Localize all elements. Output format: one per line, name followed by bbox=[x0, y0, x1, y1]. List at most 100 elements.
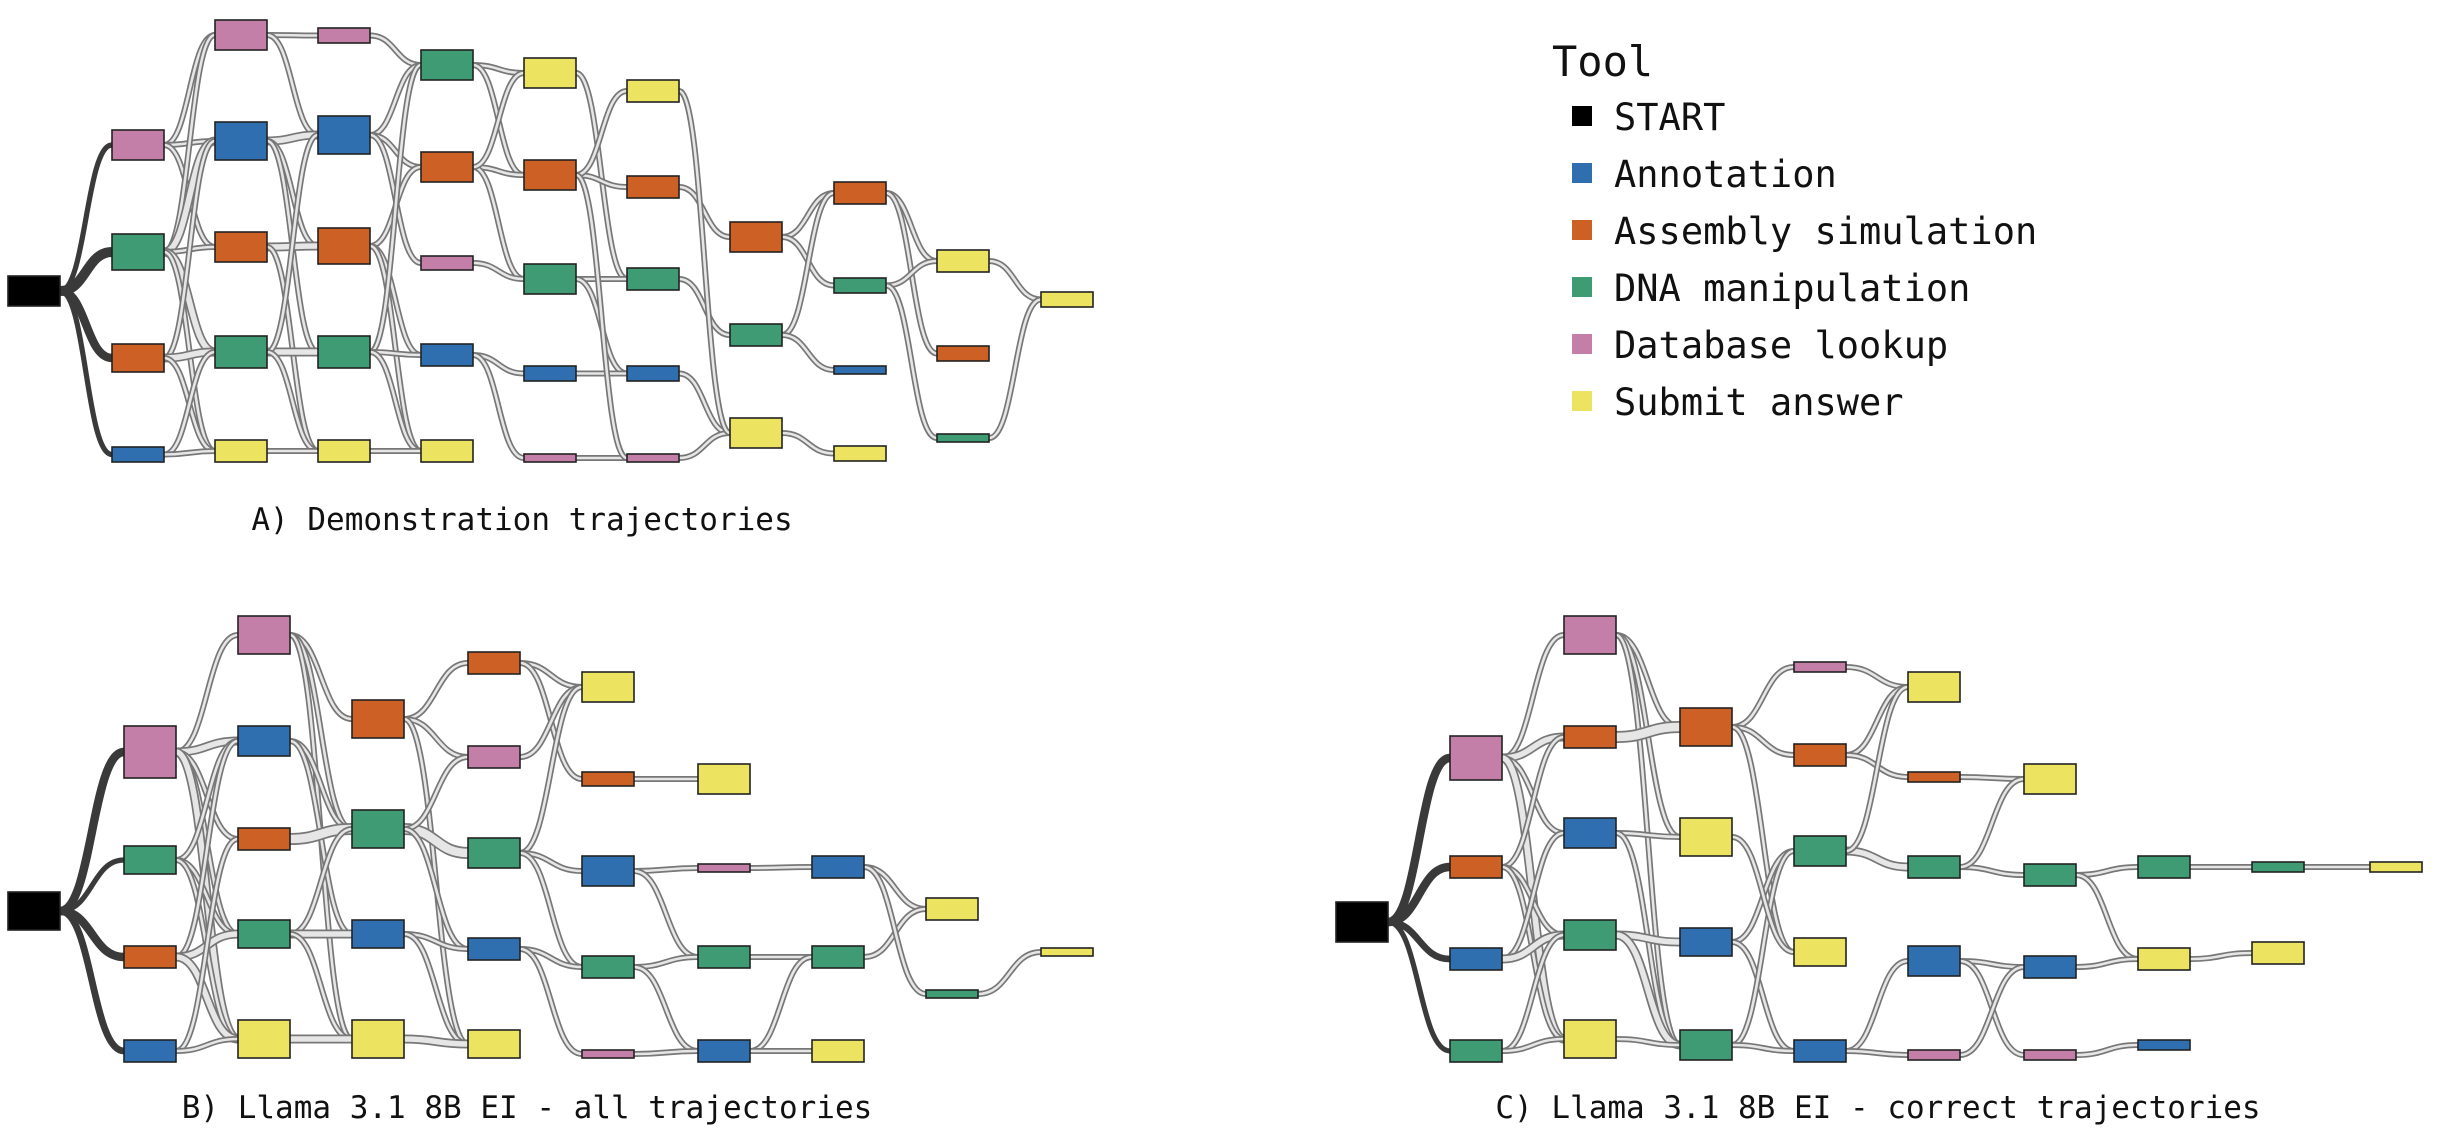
flow-b4d-b5e bbox=[519, 946, 583, 1057]
node-database-lookup-a2a bbox=[214, 19, 268, 51]
flow-c2b-c3a bbox=[1615, 721, 1681, 743]
flow-c4c-c5a bbox=[1845, 684, 1909, 854]
node-dna-manipulation-a6c bbox=[626, 267, 680, 291]
node-dna-manipulation-c4c bbox=[1793, 835, 1847, 867]
node-submit-answer-b6a bbox=[697, 763, 751, 795]
flow-c4c-c5c bbox=[1845, 846, 1909, 872]
node-dna-manipulation-c8a bbox=[2251, 861, 2305, 873]
flow-c6c-c7b bbox=[2075, 956, 2139, 970]
flow-a4b-a5a bbox=[472, 70, 525, 170]
node-submit-answer-c8b bbox=[2251, 941, 2305, 965]
node-assembly-simulation-b3a bbox=[351, 699, 405, 739]
flow-b3a-b4b bbox=[403, 716, 469, 760]
node-submit-answer-b9a bbox=[1040, 947, 1094, 957]
legend-label-start: START bbox=[1614, 96, 1725, 139]
flow-c4a-c5a bbox=[1845, 664, 1909, 690]
node-dna-manipulation-c2d bbox=[1563, 919, 1617, 951]
flow-c1b-c2e bbox=[1501, 864, 1565, 1042]
node-database-lookup-a1a bbox=[111, 129, 165, 161]
flow-a7b-a8a bbox=[780, 190, 836, 338]
node-assembly-simulation-c2b bbox=[1563, 725, 1617, 749]
node-annotation-c7c bbox=[2137, 1039, 2191, 1051]
node-annotation-c5d bbox=[1907, 945, 1961, 977]
caption-panel-a: A) Demonstration trajectories bbox=[251, 502, 792, 538]
flow-a6c-a7b bbox=[678, 276, 731, 338]
flow-c1d-c2e bbox=[1501, 1036, 1565, 1054]
node-annotation-c4e bbox=[1793, 1039, 1847, 1063]
flow-a6b-a7a bbox=[678, 184, 731, 240]
node-submit-answer-a7c bbox=[729, 417, 783, 449]
node-submit-answer-a2e bbox=[214, 439, 268, 463]
flow-a3d-a4e bbox=[369, 349, 422, 454]
node-assembly-simulation-b2c bbox=[237, 827, 291, 851]
flow-c6b-c7a bbox=[2075, 864, 2139, 878]
node-dna-manipulation-c6b bbox=[2023, 863, 2077, 887]
node-dna-manipulation-b8b bbox=[925, 989, 979, 999]
node-submit-answer-c4d bbox=[1793, 937, 1847, 967]
flow-c0-c1d bbox=[1387, 919, 1451, 1054]
node-dna-manipulation-a9c bbox=[936, 433, 990, 443]
node-submit-answer-b8a bbox=[925, 897, 979, 921]
node-assembly-simulation-c4b bbox=[1793, 743, 1847, 767]
node-start-a0 bbox=[7, 275, 61, 307]
legend-swatch-annotation bbox=[1572, 163, 1592, 183]
node-annotation-a3b bbox=[317, 115, 371, 155]
node-assembly-simulation-c5b bbox=[1907, 771, 1961, 783]
node-assembly-simulation-a6b bbox=[626, 175, 680, 199]
node-database-lookup-a3a bbox=[317, 27, 371, 44]
legend-label-dna: DNA manipulation bbox=[1614, 267, 1970, 310]
flow-a0-a1b bbox=[59, 247, 113, 296]
node-database-lookup-c4a bbox=[1793, 661, 1847, 673]
node-dna-manipulation-b6c bbox=[697, 945, 751, 969]
flow-b3a-b4a bbox=[403, 660, 469, 722]
flow-a4c-a5c bbox=[472, 260, 525, 282]
flow-a8b-a9a bbox=[885, 258, 938, 289]
node-dna-manipulation-b3b bbox=[351, 809, 405, 849]
legend-swatch-assembly bbox=[1572, 220, 1592, 240]
flow-b3b-b4d bbox=[403, 826, 469, 952]
flow-b4c-b5a bbox=[519, 684, 583, 856]
caption-panel-b: B) Llama 3.1 8B EI - all trajectories bbox=[182, 1090, 873, 1126]
node-annotation-b7a bbox=[811, 855, 865, 879]
node-database-lookup-b4b bbox=[467, 745, 521, 769]
flow-a2d-a3b bbox=[265, 132, 320, 355]
node-submit-answer-b2e bbox=[237, 1019, 291, 1059]
node-dna-manipulation-a7b bbox=[729, 323, 783, 347]
flow-b4c-b5d bbox=[519, 850, 583, 970]
node-database-lookup-c1a bbox=[1449, 735, 1503, 781]
node-submit-answer-c6a bbox=[2023, 763, 2077, 795]
flow-a9c-a10a bbox=[987, 296, 1043, 441]
node-database-lookup-c2a bbox=[1563, 615, 1617, 655]
node-dna-manipulation-c1d bbox=[1449, 1039, 1503, 1063]
flow-c3d-c4e bbox=[1731, 1042, 1795, 1054]
node-annotation-c1c bbox=[1449, 947, 1503, 971]
flow-b3d-b4e bbox=[403, 1034, 469, 1049]
node-dna-manipulation-c7a bbox=[2137, 855, 2191, 879]
flow-a3d-a4a bbox=[368, 62, 423, 355]
flow-c3d-c4c bbox=[1730, 848, 1796, 1048]
node-annotation-b5c bbox=[581, 855, 635, 887]
flow-b5d-b6d bbox=[633, 964, 699, 1054]
node-submit-answer-b7c bbox=[811, 1039, 865, 1063]
flow-a0-a1d bbox=[59, 288, 113, 458]
node-assembly-simulation-a2c bbox=[214, 231, 268, 263]
node-submit-answer-b5a bbox=[581, 671, 635, 703]
node-database-lookup-b2a bbox=[237, 615, 291, 655]
flow-b1c-b2b bbox=[174, 738, 240, 960]
flow-a4d-a5e bbox=[472, 352, 525, 461]
flow-c3a-c4b bbox=[1731, 724, 1795, 758]
node-assembly-simulation-a1c bbox=[111, 343, 165, 373]
flow-b1a-b2a bbox=[175, 632, 239, 755]
node-assembly-simulation-a4b bbox=[420, 151, 474, 183]
flow-b6b-b7a bbox=[749, 864, 813, 871]
node-assembly-simulation-a8a bbox=[833, 181, 887, 205]
flow-c4e-c5e bbox=[1845, 1048, 1909, 1058]
node-database-lookup-a4c bbox=[420, 255, 474, 271]
flow-a4b-a5c bbox=[472, 164, 525, 282]
node-submit-answer-a6a bbox=[626, 79, 680, 103]
flow-b1d-b2c bbox=[174, 836, 240, 1054]
node-annotation-a2b bbox=[214, 121, 268, 161]
node-assembly-simulation-a3c bbox=[317, 227, 371, 265]
node-annotation-a6d bbox=[626, 365, 680, 382]
